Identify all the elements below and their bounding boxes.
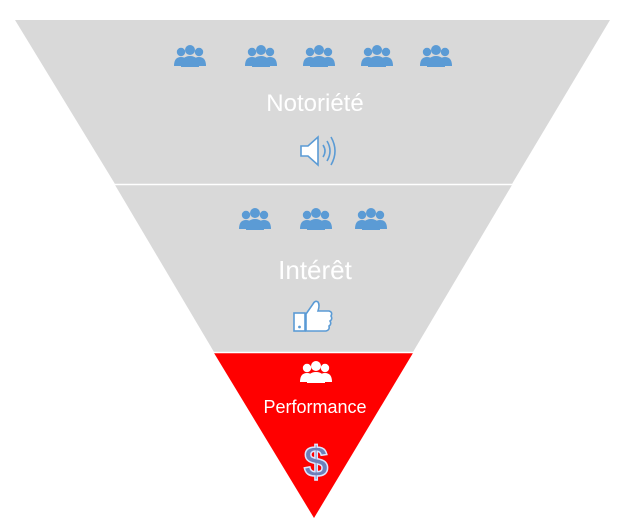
level-label-notoriete: Notoriété [266, 90, 364, 117]
level-label-interet: Intérêt [278, 255, 352, 285]
speaker-icon [300, 135, 336, 167]
funnel-level-notoriete [15, 20, 610, 184]
funnel-level-interet [115, 185, 512, 352]
thumbs-up-icon [293, 300, 333, 332]
svg-text:$: $ [304, 438, 328, 487]
level-label-performance: Performance [263, 397, 367, 417]
funnel-level-performance [214, 353, 413, 518]
dollar-icon: $ [303, 437, 329, 488]
